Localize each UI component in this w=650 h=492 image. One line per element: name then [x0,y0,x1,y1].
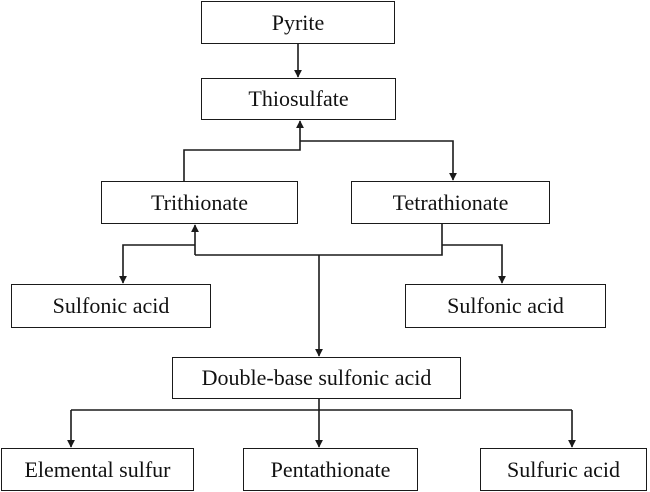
node-pentathionate-label: Pentathionate [270,456,391,482]
node-double-base-sulfonic-acid: Double-base sulfonic acid [172,357,461,399]
node-trithionate: Trithionate [101,181,298,224]
edge-trithionate-to-thiosulfate [183,120,304,181]
node-sulfonic-acid-left: Sulfonic acid [11,284,211,328]
edge-thiosulfate-to-tetrathionate [300,140,457,181]
node-sulfuric-acid-label: Sulfuric acid [506,456,621,482]
node-thiosulfate-label: Thiosulfate [248,86,349,111]
node-sulfonic-acid-left-label: Sulfonic acid [52,293,170,318]
node-tetrathionate: Tetrathionate [351,181,550,224]
edge-double-base-distribution [71,399,572,411]
edge-to-sulfonic-acid-right [442,244,506,284]
node-thiosulfate: Thiosulfate [201,78,396,120]
node-sulfuric-acid: Sulfuric acid [480,448,647,491]
node-elemental-sulfur-label: Elemental sulfur [24,456,171,482]
node-sulfonic-acid-right: Sulfonic acid [405,284,606,328]
node-pyrite: Pyrite [201,1,395,44]
node-elemental-sulfur: Elemental sulfur [1,448,194,491]
edge-tetrathionate-junction [195,224,443,256]
node-trithionate-label: Trithionate [151,189,248,215]
node-pentathionate: Pentathionate [243,448,418,491]
node-sulfonic-acid-right-label: Sulfonic acid [447,293,564,318]
node-double-base-sulfonic-acid-label: Double-base sulfonic acid [201,365,432,390]
edge-to-sulfonic-acid-left [119,244,195,284]
node-tetrathionate-label: Tetrathionate [392,189,509,215]
node-pyrite-label: Pyrite [271,9,325,35]
